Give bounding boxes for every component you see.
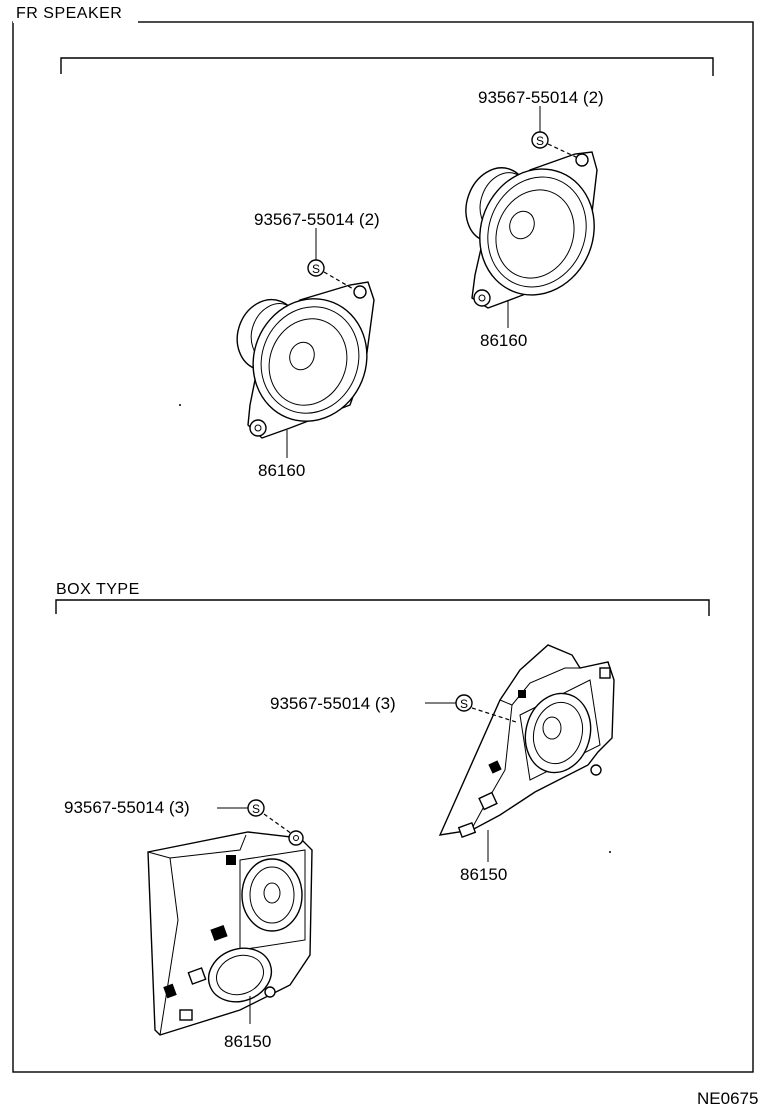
label-screw-box-right: 93567-55014 (3) — [270, 694, 396, 713]
label-box-right: 86150 — [460, 865, 507, 884]
speaker-top-left — [236, 281, 375, 439]
screw-symbol: S — [536, 134, 544, 148]
dashed-leader-top-left — [323, 271, 356, 291]
label-screw-top-left: 93567-55014 (2) — [254, 210, 380, 229]
label-speaker-top-right: 86160 — [480, 331, 527, 350]
screw-icon-top-right — [531, 131, 549, 149]
screw-symbol: S — [312, 262, 320, 276]
section-bracket-top — [60, 57, 714, 76]
speck — [609, 851, 611, 853]
dashed-leader-box-right — [471, 707, 517, 723]
speck — [179, 404, 181, 406]
dashed-leader-top-right — [547, 143, 579, 159]
screw-icon-top-left — [307, 259, 325, 277]
speaker-top-right — [465, 151, 598, 309]
screw-icon-box-right — [455, 694, 473, 712]
page-title: FR SPEAKER — [16, 5, 122, 22]
label-box-left: 86150 — [224, 1032, 271, 1051]
speaker-box-left — [147, 830, 313, 1036]
label-speaker-top-left: 86160 — [258, 461, 305, 480]
section-title-box-type: BOX TYPE — [56, 581, 140, 598]
speaker-box-right — [438, 644, 615, 838]
label-screw-box-left: 93567-55014 (3) — [64, 798, 190, 817]
label-screw-top-right: 93567-55014 (2) — [478, 88, 604, 107]
screw-icon-box-left — [247, 799, 265, 817]
outer-frame — [12, 21, 754, 1073]
section-bracket-box — [55, 599, 710, 616]
screw-symbol: S — [252, 802, 260, 816]
screw-symbol: S — [460, 697, 468, 711]
dashed-leader-box-left — [263, 813, 293, 835]
title-tab-mask — [13, 4, 138, 23]
figure-code: NE0675 — [697, 1089, 758, 1108]
